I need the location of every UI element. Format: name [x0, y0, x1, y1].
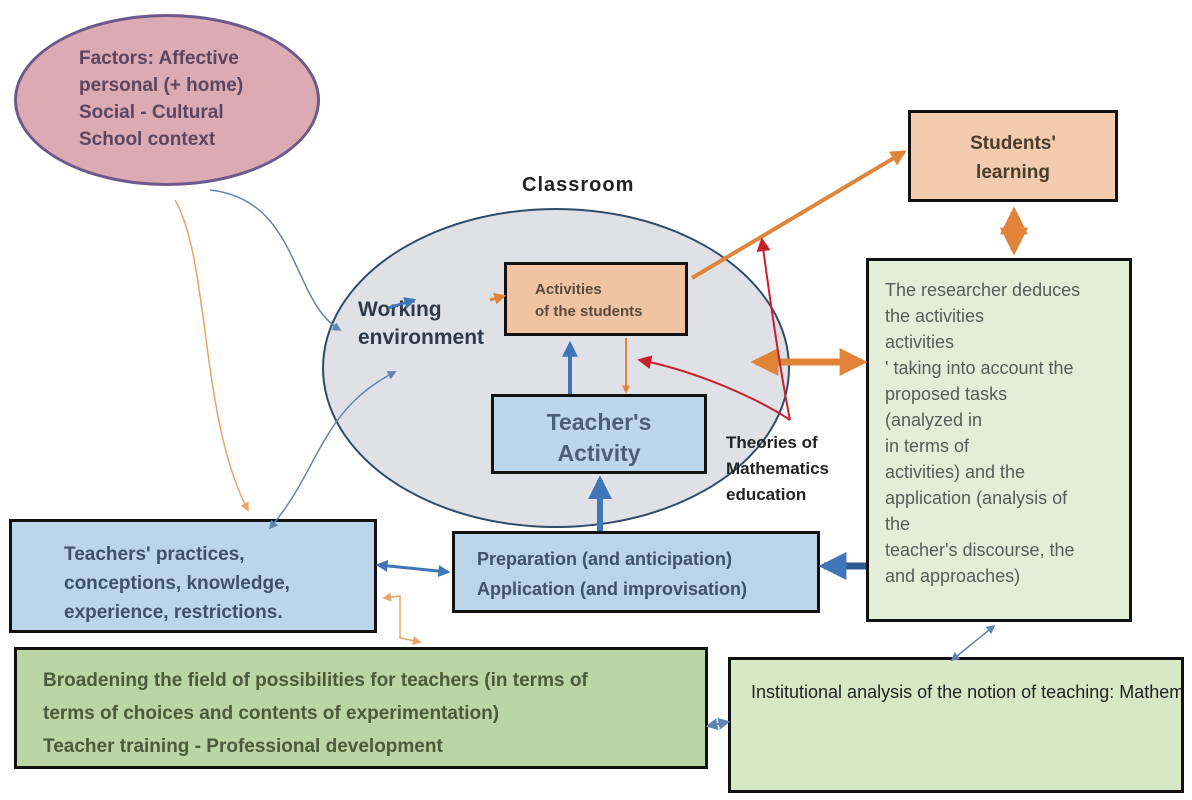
students-activities-node: Activities of the students	[504, 262, 688, 336]
arrow-broadening-institutional	[705, 717, 731, 731]
students-learning-node: Students' learning	[908, 110, 1118, 202]
teachers-practices-node: Teachers' practices, conceptions, knowle…	[9, 519, 377, 633]
classroom-ellipse	[322, 208, 790, 528]
arrow-theories-to-students-activities	[637, 355, 791, 421]
arrow-theories-to-learning-path	[756, 237, 791, 421]
arrow-orange-into-activities	[489, 292, 507, 305]
classroom-title: Classroom	[522, 174, 635, 196]
preparation-node: Preparation (and anticipation) Applicati…	[452, 531, 820, 613]
teachers-activity-node: Teacher's Activity	[491, 394, 707, 474]
broadening-node: Broadening the field of possibilities fo…	[14, 647, 708, 769]
arrow-factors-to-working-env	[209, 189, 342, 331]
working-environment-label: Working environment	[358, 298, 485, 349]
factors-node: Factors: Affective personal (+ home) Soc…	[14, 14, 320, 186]
arrow-factors-to-practices	[174, 199, 249, 512]
arrow-into-working-env	[387, 297, 417, 310]
arrow-researcher-institutional	[950, 624, 996, 662]
institutional-analysis-node: Institutional analysis of the notion of …	[728, 657, 1184, 793]
arrow-activities-to-learning	[690, 150, 907, 280]
arrow-practices-preparation	[375, 559, 451, 578]
arrow-practices-to-working-env	[268, 371, 397, 530]
theories-label: Theories of Mathematics education	[726, 433, 829, 504]
arrow-practices-broadening	[382, 592, 422, 646]
researcher-node: The researcher deduces the activities ac…	[866, 258, 1132, 622]
